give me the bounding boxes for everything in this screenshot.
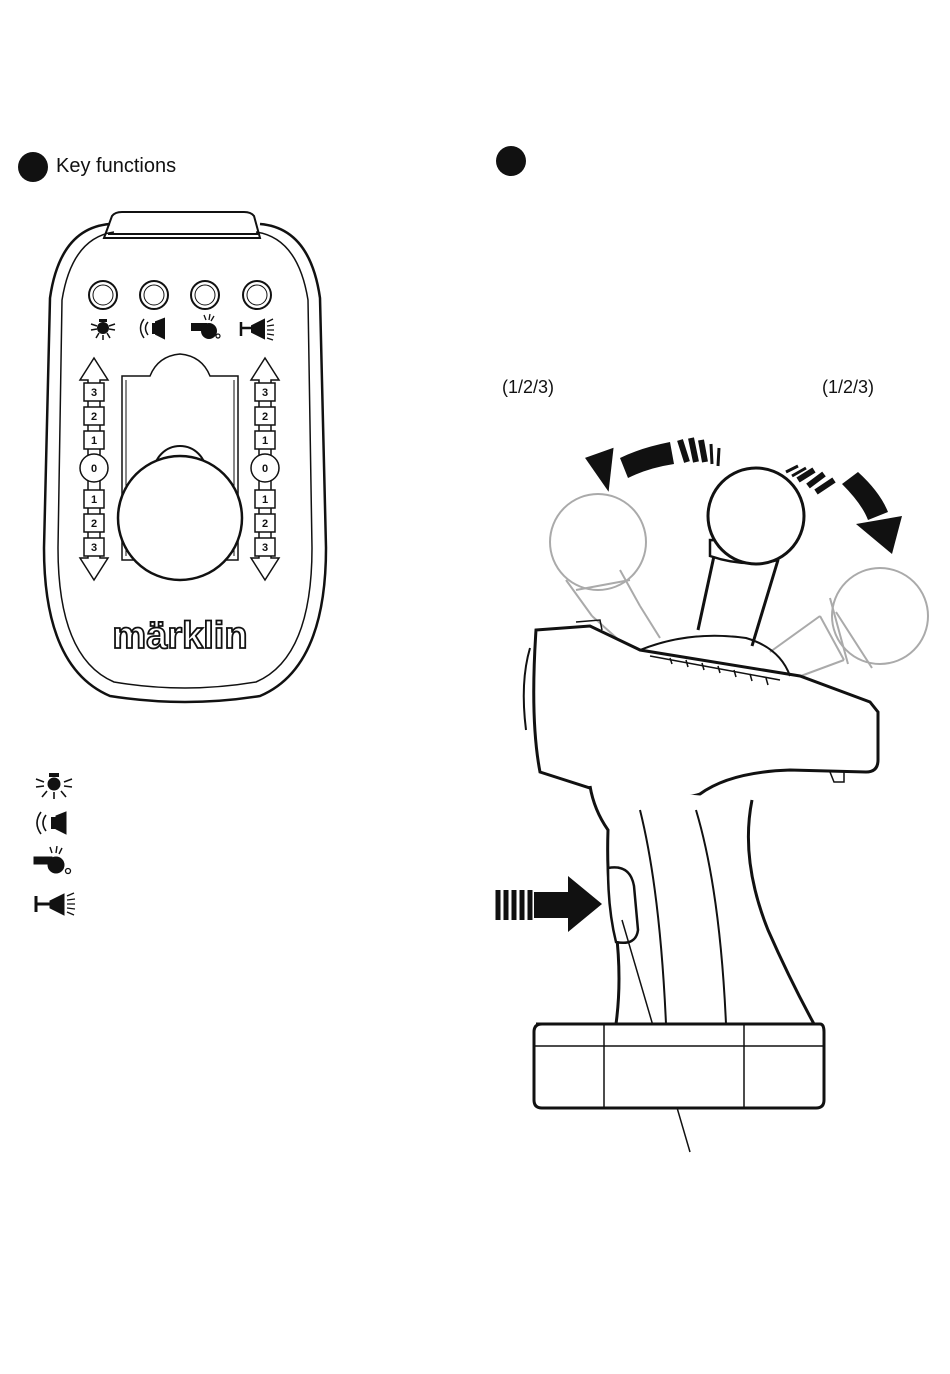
joystick-lever[interactable] — [698, 468, 804, 646]
speed-range-label-left: (1/2/3) — [502, 377, 554, 398]
speed-range-label-right: (1/2/3) — [822, 377, 874, 398]
whistle-icon — [32, 846, 76, 876]
step-label: 1 — [262, 494, 268, 506]
function-buttons[interactable] — [89, 281, 271, 309]
step-label: 2 — [262, 518, 268, 530]
step-label: 3 — [91, 387, 97, 399]
handset-front-view: 3 2 1 0 1 2 3 3 2 1 0 1 2 3 märklin — [40, 208, 330, 708]
light-icon — [91, 319, 115, 340]
step-label: 2 — [262, 411, 268, 423]
horn-icon — [32, 890, 76, 920]
step-label: 2 — [91, 411, 97, 423]
step-label: 0 — [91, 463, 97, 475]
step-label: 1 — [262, 435, 268, 447]
section-marker-left — [18, 152, 48, 182]
light-icon — [32, 770, 76, 800]
push-arrow — [498, 876, 602, 932]
whistle-icon — [192, 314, 220, 338]
sound-icon — [141, 319, 165, 338]
joystick-ghost-right — [770, 568, 928, 680]
marklin-logo: märklin — [112, 615, 247, 657]
horn-icon — [241, 319, 274, 340]
step-label: 3 — [91, 542, 97, 554]
sound-icon — [32, 808, 76, 838]
step-label: 0 — [262, 463, 268, 475]
step-label: 1 — [91, 435, 97, 447]
handset-side-view — [490, 420, 940, 1160]
step-label: 1 — [91, 494, 97, 506]
step-label: 3 — [262, 542, 268, 554]
step-label: 2 — [91, 518, 97, 530]
step-label: 3 — [262, 387, 268, 399]
speed-knob[interactable] — [118, 446, 242, 580]
section-marker-right — [496, 146, 526, 176]
rotate-left-arrow — [584, 438, 719, 495]
section-title-key-functions: Key functions — [56, 155, 176, 178]
